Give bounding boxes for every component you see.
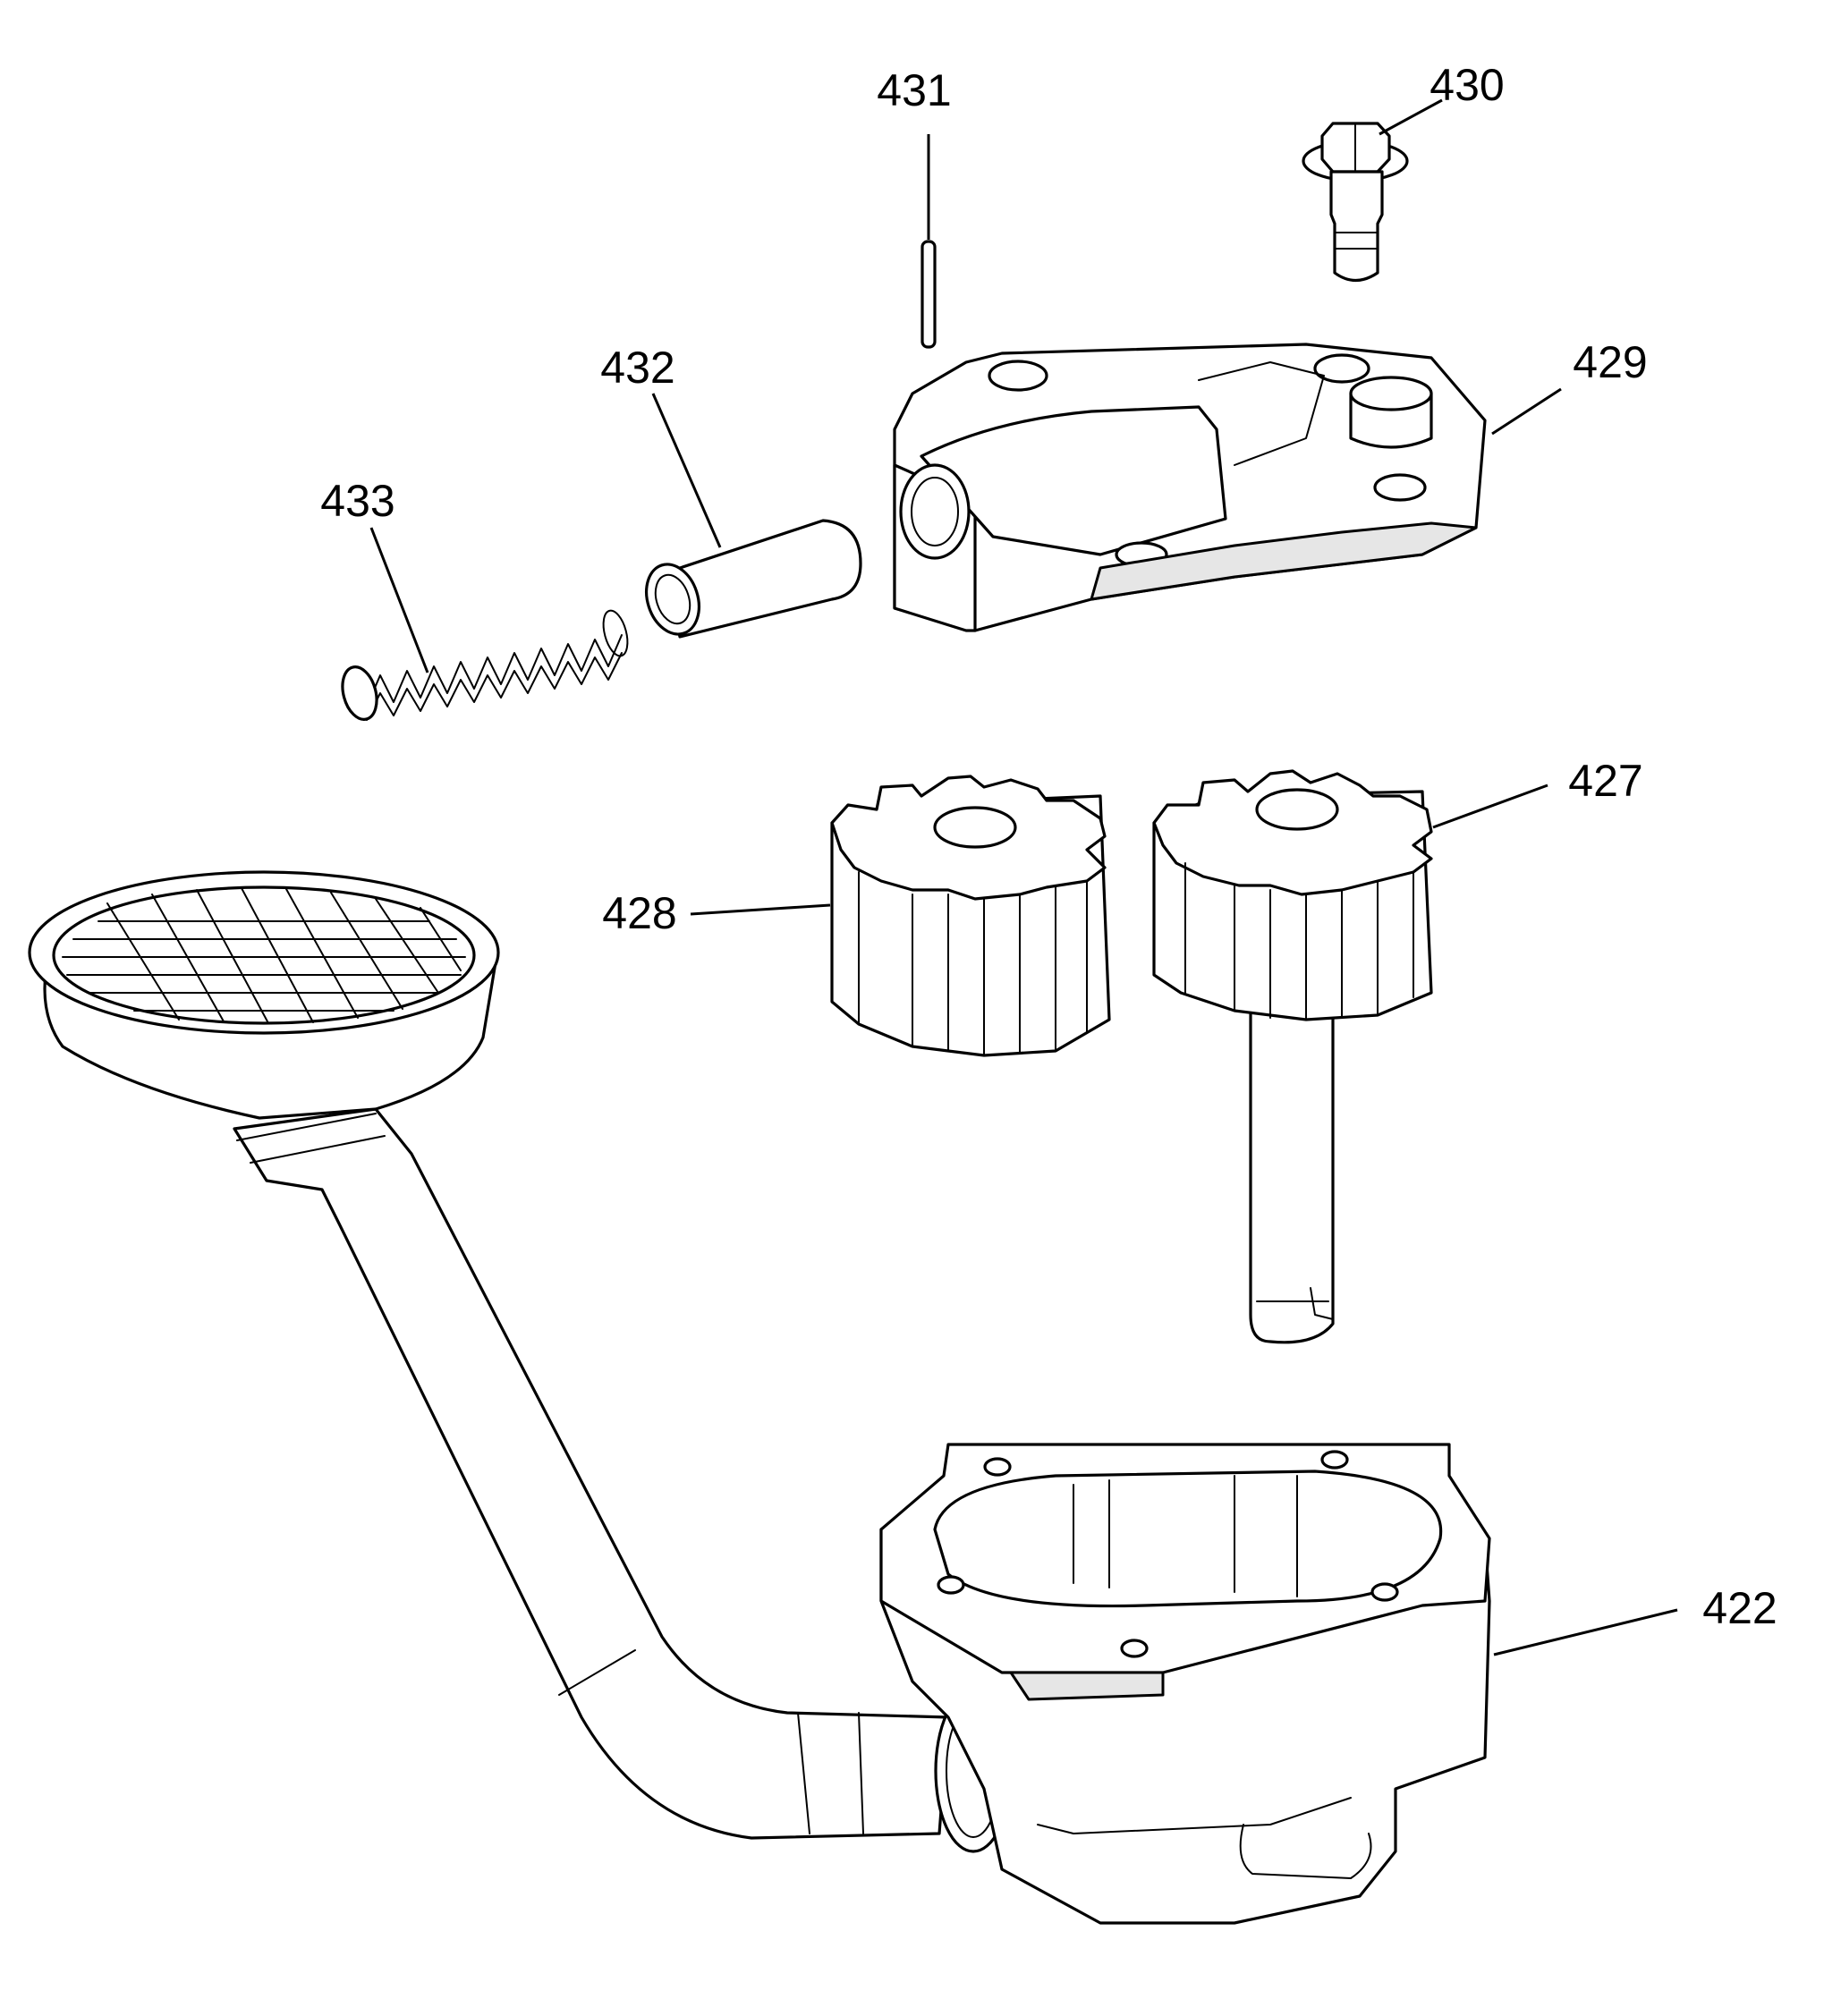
callout-422: 422 xyxy=(1702,1583,1777,1633)
spring-433 xyxy=(341,527,629,721)
bolt-430 xyxy=(1302,98,1443,283)
pump-cover-429 xyxy=(893,343,1562,632)
callout-429: 429 xyxy=(1573,337,1647,387)
valve-432 xyxy=(645,393,862,639)
pin-431 xyxy=(920,134,937,349)
oil-pump-body-422 xyxy=(879,1443,1678,1925)
callout-432: 432 xyxy=(600,343,674,393)
callout-428: 428 xyxy=(602,888,676,938)
drive-gear-427 xyxy=(1152,769,1548,1344)
callout-433: 433 xyxy=(320,476,394,526)
callout-427: 427 xyxy=(1568,756,1642,806)
screen-mesh xyxy=(62,887,466,1024)
driven-gear-428 xyxy=(690,775,1111,1057)
callout-430: 430 xyxy=(1430,60,1504,110)
callout-431: 431 xyxy=(877,65,951,115)
